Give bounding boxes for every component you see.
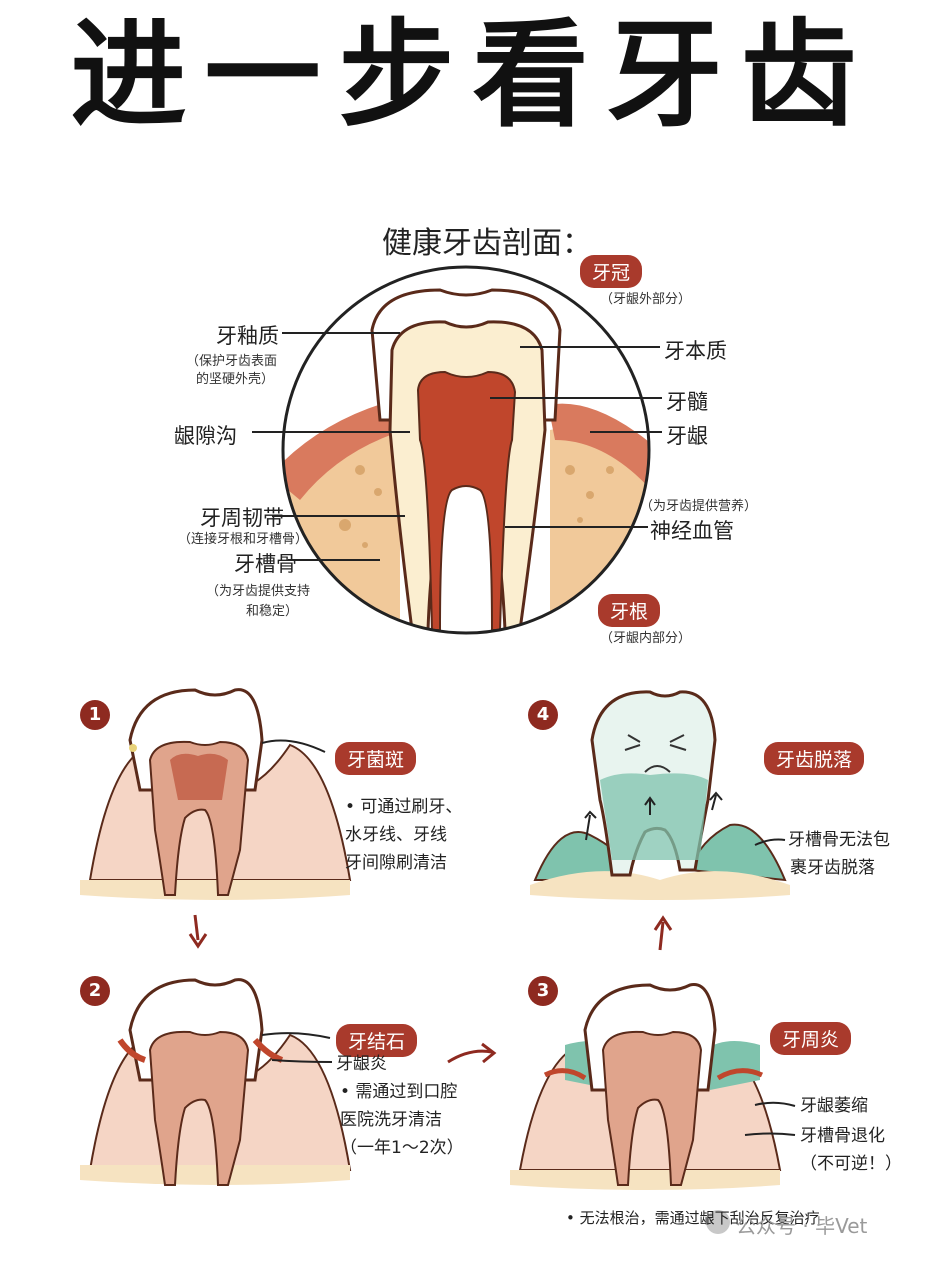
stage-4-illustration	[530, 690, 790, 900]
stage-2-number: 2	[80, 976, 110, 1006]
sad-mouth-icon	[644, 765, 671, 773]
stage-3-illustration	[510, 983, 782, 1190]
stage-2-desc: • 需通过到口腔 医院洗牙清洁 （一年1～2次）	[340, 1082, 464, 1159]
label-dentin: 牙本质	[664, 339, 727, 363]
label-bone-note-1: （为牙齿提供支持	[206, 584, 311, 599]
label-gum-note: （为牙齿提供营养）	[640, 499, 758, 514]
footer-note: • 无法根治，需通过龈下刮治反复治疗	[566, 1209, 820, 1227]
stage-3-sub3: （不可逆！）	[800, 1154, 902, 1174]
label-crown-note: （牙龈外部分）	[600, 292, 692, 307]
stage-3-tag: 牙周炎	[770, 1022, 852, 1055]
label-crown: 牙冠	[580, 255, 643, 288]
diagram-subtitle: 健康牙齿剖面：	[382, 226, 592, 261]
label-nerves: 神经血管	[650, 519, 734, 543]
gum-right	[548, 403, 649, 500]
label-bone-note-2: 和稳定）	[246, 604, 299, 619]
label-pulp: 牙髓	[666, 390, 708, 414]
stage-2-illustration	[80, 978, 352, 1186]
stage-2-tag: 牙结石	[336, 1024, 418, 1057]
label-enamel-note-1: （保护牙齿表面	[186, 354, 278, 369]
stage-1-illustration	[80, 688, 352, 900]
page-title: 进一步看牙齿	[70, 8, 875, 143]
label-ligament-note: （连接牙根和牙槽骨）	[178, 532, 309, 547]
stage-1-tag: 牙菌斑	[335, 742, 417, 775]
gum-left	[283, 400, 405, 500]
stage-3-sub2: 牙槽骨退化	[800, 1126, 885, 1146]
label-ligament: 牙周韧带	[200, 506, 284, 530]
stage-4-tag: 牙齿脱落	[764, 742, 865, 775]
stage-4-sub2: 裹牙齿脱落	[790, 858, 875, 878]
label-sulcus: 龈隙沟	[174, 424, 237, 448]
stage-2-sub: 牙龈炎	[336, 1054, 387, 1074]
label-root-note: （牙龈内部分）	[600, 631, 692, 646]
label-root: 牙根	[598, 594, 661, 627]
stage-4-sub1: 牙槽骨无法包	[788, 830, 890, 850]
wechat-icon	[706, 1210, 730, 1234]
diagram-circle	[281, 265, 651, 635]
label-gum: 牙龈	[666, 424, 708, 448]
sad-eyes-icon	[624, 734, 687, 751]
stage-4-number: 4	[528, 700, 558, 730]
label-enamel: 牙釉质	[216, 324, 279, 348]
label-bone: 牙槽骨	[234, 552, 297, 576]
watermark: 公众号 · 毕Vet	[736, 1214, 868, 1238]
tooth-cross-section	[283, 267, 649, 633]
stage-3-number: 3	[528, 976, 558, 1006]
stage-1-number: 1	[80, 700, 110, 730]
label-enamel-note-2: 的坚硬外壳）	[196, 372, 275, 387]
stage-1-desc: • 可通过刷牙、 水牙线、牙线 牙间隙刷清洁	[345, 797, 463, 874]
stage-3-sub1: 牙龈萎缩	[800, 1096, 868, 1116]
